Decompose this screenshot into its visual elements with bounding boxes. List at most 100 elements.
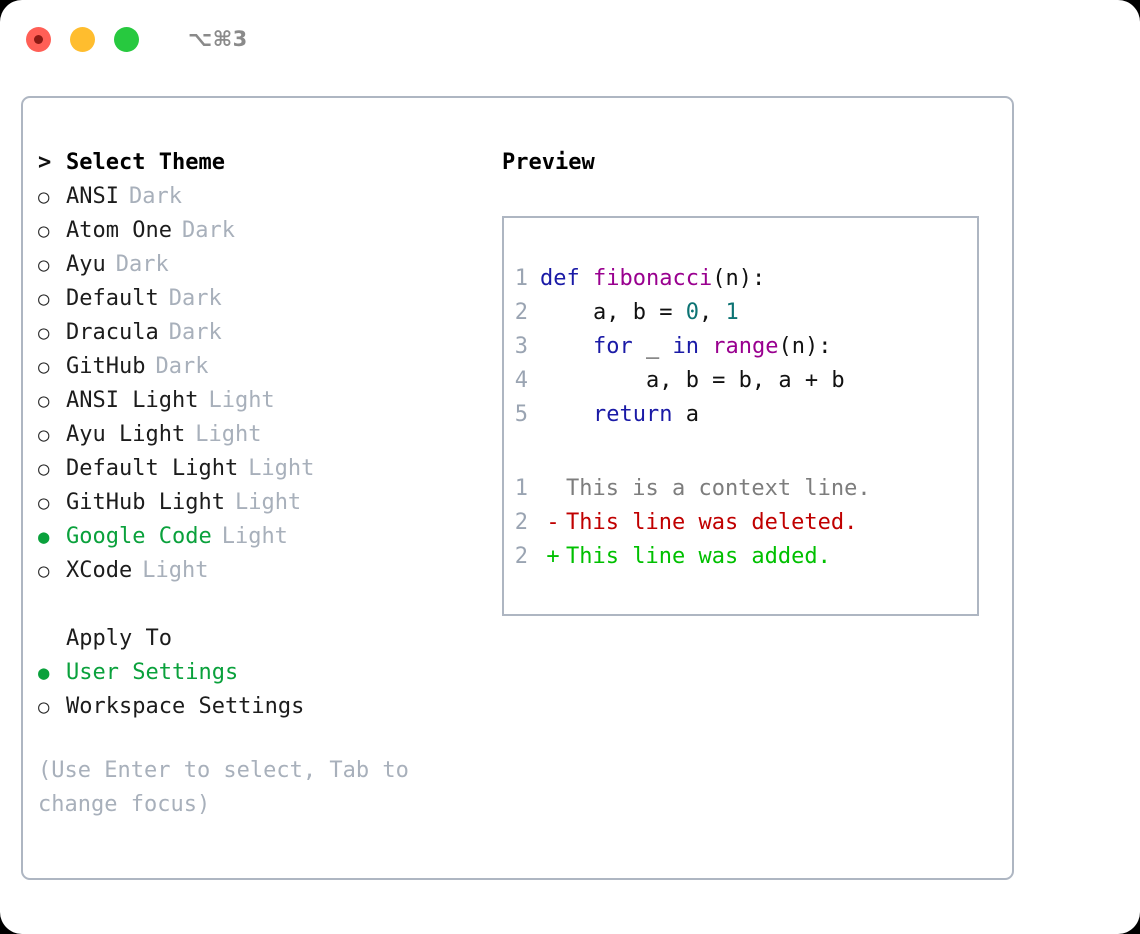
diff-line-ctx: 1 This is a context line. bbox=[504, 472, 977, 506]
code-token-num: 0 bbox=[685, 300, 699, 325]
theme-option-name: Ayu Light bbox=[66, 422, 186, 447]
code-line-text: return a bbox=[540, 398, 699, 432]
code-token-fn: range bbox=[712, 334, 779, 359]
theme-option-default-light[interactable]: ○ Default Light Light bbox=[38, 452, 478, 486]
radio-unselected-icon: ○ bbox=[38, 220, 50, 242]
code-diff-gap bbox=[504, 432, 977, 472]
code-line-text: a, b = 0, 1 bbox=[540, 296, 739, 330]
diff-line-add: 2 +This line was added. bbox=[504, 540, 977, 574]
code-token-plain: (n): bbox=[778, 334, 832, 359]
radio-unselected-icon: ○ bbox=[38, 390, 50, 412]
title-bar: ⌥⌘3 bbox=[0, 0, 1140, 78]
code-token-plain bbox=[540, 402, 593, 427]
line-number: 2 bbox=[514, 300, 528, 325]
apply-to-option-user-settings[interactable]: ● User Settings bbox=[38, 656, 478, 690]
line-number: 2 bbox=[514, 510, 528, 535]
theme-option-name: Default bbox=[66, 286, 159, 311]
theme-option-name: ANSI bbox=[66, 184, 119, 209]
minimize-button[interactable] bbox=[70, 26, 95, 52]
code-line: 5 return a bbox=[504, 398, 977, 432]
theme-option-name: Ayu bbox=[66, 252, 106, 277]
code-line-text: def fibonacci(n): bbox=[540, 262, 765, 296]
theme-option-tag: Light bbox=[248, 456, 315, 481]
keyboard-hint-text: (Use Enter to select, Tab to change focu… bbox=[38, 758, 409, 817]
apply-to-option-workspace-settings[interactable]: ○ Workspace Settings bbox=[38, 690, 478, 724]
diff-marker-add: + bbox=[546, 544, 560, 569]
code-token-plain: a bbox=[672, 402, 699, 427]
code-token-plain: a, b = b, a + b bbox=[540, 368, 845, 393]
apply-to-label: Apply To bbox=[66, 626, 172, 651]
code-token-plain: _ bbox=[632, 334, 673, 359]
theme-option-name: XCode bbox=[66, 558, 133, 583]
maximize-button[interactable] bbox=[114, 26, 139, 52]
diff-line-text: This is a context line. bbox=[566, 476, 871, 501]
theme-option-tag: Dark bbox=[115, 252, 169, 277]
theme-option-tag: Light bbox=[195, 422, 262, 447]
theme-option-atom-one[interactable]: ○ Atom One Dark bbox=[38, 214, 478, 248]
code-token-plain bbox=[540, 334, 593, 359]
theme-option-xcode[interactable]: ○ XCode Light bbox=[38, 554, 478, 588]
code-token-fn: fibonacci bbox=[592, 266, 713, 291]
radio-unselected-icon: ○ bbox=[38, 696, 50, 718]
theme-option-name: Default Light bbox=[66, 456, 239, 481]
code-line-text: for _ in range(n): bbox=[540, 330, 831, 364]
line-number: 2 bbox=[514, 544, 528, 569]
preview-title: Preview bbox=[502, 150, 595, 175]
theme-option-name: Atom One bbox=[66, 218, 172, 243]
theme-option-tag: Dark bbox=[168, 320, 222, 345]
diff-marker-del: - bbox=[546, 510, 560, 535]
code-token-kw: def bbox=[540, 266, 593, 291]
code-token-kw: for bbox=[592, 334, 633, 359]
code-line: 3 for _ in range(n): bbox=[504, 330, 977, 364]
radio-unselected-icon: ○ bbox=[38, 458, 50, 480]
radio-selected-icon: ● bbox=[38, 526, 50, 548]
line-number: 4 bbox=[514, 368, 528, 393]
code-token-plain: (n): bbox=[712, 266, 766, 291]
diff-line-text: This line was added. bbox=[566, 544, 831, 569]
theme-option-tag: Light bbox=[221, 524, 288, 549]
theme-option-name: Dracula bbox=[66, 320, 159, 345]
radio-unselected-icon: ○ bbox=[38, 560, 50, 582]
close-button[interactable] bbox=[26, 26, 51, 52]
theme-option-ayu[interactable]: ○ Ayu Dark bbox=[38, 248, 478, 282]
theme-option-tag: Light bbox=[142, 558, 209, 583]
radio-unselected-icon: ○ bbox=[38, 186, 50, 208]
radio-selected-icon: ● bbox=[38, 662, 50, 684]
theme-option-tag: Dark bbox=[181, 218, 235, 243]
code-line: 1 def fibonacci(n): bbox=[504, 262, 977, 296]
theme-option-ansi[interactable]: ○ ANSI Dark bbox=[38, 180, 478, 214]
radio-unselected-icon: ○ bbox=[38, 356, 50, 378]
line-number: 1 bbox=[514, 476, 528, 501]
theme-option-tag: Dark bbox=[128, 184, 182, 209]
radio-unselected-icon: ○ bbox=[38, 492, 50, 514]
code-token-plain bbox=[699, 334, 712, 359]
diff-sample: 1 This is a context line. 2-This line was … bbox=[504, 472, 977, 574]
apply-to-option-name: User Settings bbox=[66, 660, 239, 685]
radio-unselected-icon: ○ bbox=[38, 424, 50, 446]
line-number: 5 bbox=[514, 402, 528, 427]
prompt-marker-icon: > bbox=[38, 150, 52, 175]
theme-option-name: GitHub bbox=[66, 354, 146, 379]
radio-unselected-icon: ○ bbox=[38, 254, 50, 276]
page-title: Select Theme bbox=[66, 150, 225, 175]
line-number: 3 bbox=[514, 334, 528, 359]
theme-picker-header: > Select Theme bbox=[38, 146, 478, 180]
apply-to-option-name: Workspace Settings bbox=[66, 694, 305, 719]
window-controls bbox=[26, 26, 139, 52]
code-token-kw: return bbox=[592, 402, 673, 427]
code-line: 2 a, b = 0, 1 bbox=[504, 296, 977, 330]
code-line-text: a, b = b, a + b bbox=[540, 364, 845, 398]
theme-option-ayu-light[interactable]: ○ Ayu Light Light bbox=[38, 418, 478, 452]
line-number: 1 bbox=[514, 266, 528, 291]
